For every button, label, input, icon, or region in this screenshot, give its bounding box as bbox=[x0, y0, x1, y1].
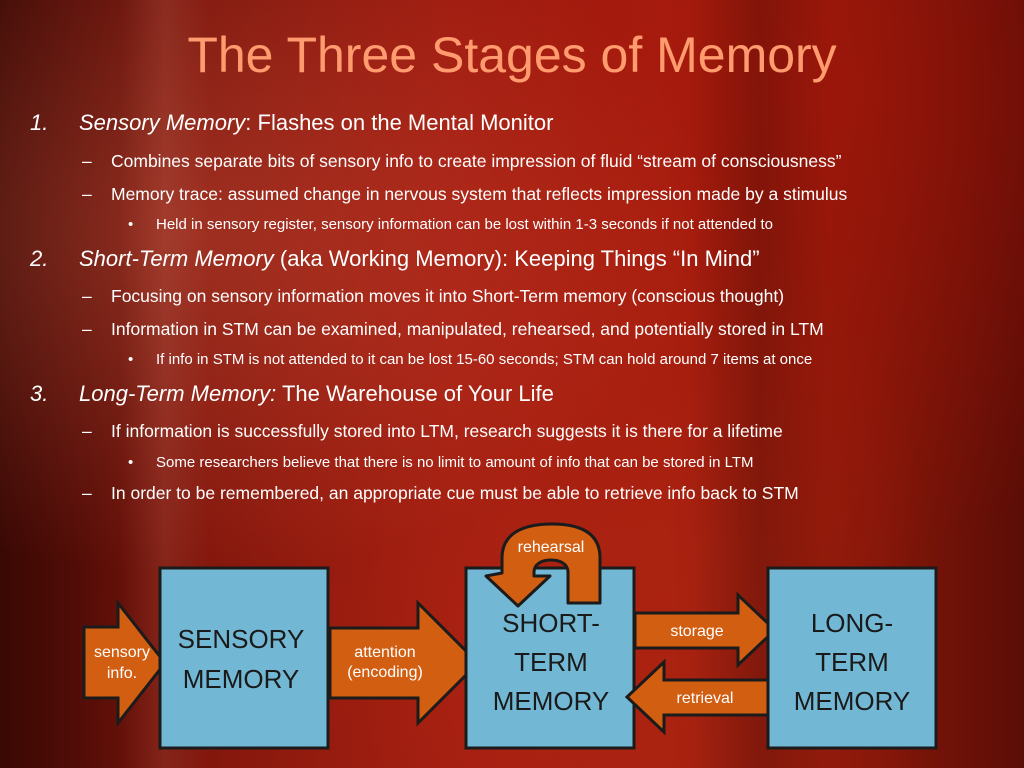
short-term-memory-label-line3: MEMORY bbox=[493, 686, 610, 716]
bullet-marker: • bbox=[128, 216, 134, 233]
rehearsal-loop-arrow: rehearsal bbox=[484, 522, 602, 608]
slide-title: The Three Stages of Memory bbox=[187, 27, 837, 83]
storage-label: storage bbox=[670, 623, 723, 640]
attention-label-line2: (encoding) bbox=[347, 664, 423, 681]
sub-point-text: If information is successfully stored in… bbox=[111, 421, 783, 441]
detail-point-text: Some researchers believe that there is n… bbox=[156, 454, 754, 471]
short-term-memory-label-line2: TERM bbox=[514, 647, 588, 677]
short-term-memory-box: SHORT- TERM MEMORY bbox=[464, 566, 636, 750]
list-number: 1. bbox=[30, 110, 49, 135]
sub-point-text: Focusing on sensory information moves it… bbox=[111, 286, 785, 306]
sub-point-text: Combines separate bits of sensory info t… bbox=[111, 151, 842, 171]
attention-label-line1: attention bbox=[354, 644, 415, 661]
term-short-term-memory: Short-Term Memory bbox=[79, 246, 274, 271]
long-term-memory-label-line1: LONG- bbox=[811, 608, 893, 638]
sensory-memory-label-line1: SENSORY bbox=[178, 624, 305, 654]
rehearsal-label: rehearsal bbox=[518, 539, 585, 556]
dash-marker: – bbox=[82, 286, 92, 306]
heading-text: (aka Working Memory): Keeping Things “In… bbox=[273, 246, 760, 271]
sensory-info-arrow: sensory info. bbox=[82, 598, 167, 728]
long-term-memory-label-line2: TERM bbox=[815, 647, 889, 677]
long-term-memory-box: LONG- TERM MEMORY bbox=[766, 566, 938, 750]
sub-point-text: Information in STM can be examined, mani… bbox=[111, 319, 824, 339]
detail-point-text: Held in sensory register, sensory inform… bbox=[156, 216, 773, 233]
short-term-memory-label-line1: SHORT- bbox=[502, 608, 600, 638]
retrieval-arrow: retrieval bbox=[624, 658, 770, 736]
term-long-term-memory: Long-Term Memory: bbox=[79, 381, 277, 406]
sub-point-text: In order to be remembered, an appropriat… bbox=[111, 483, 799, 503]
sub-point-text: Memory trace: assumed change in nervous … bbox=[111, 184, 848, 204]
sensory-info-label-line2: info. bbox=[107, 665, 137, 682]
sensory-memory-box: SENSORY MEMORY bbox=[158, 566, 330, 750]
storage-arrow: storage bbox=[633, 591, 778, 669]
sensory-info-label-line1: sensory bbox=[94, 644, 150, 661]
dash-marker: – bbox=[82, 483, 92, 503]
sensory-memory-label-line2: MEMORY bbox=[183, 664, 300, 694]
attention-encoding-arrow: attention (encoding) bbox=[328, 599, 481, 727]
bullet-marker: • bbox=[128, 454, 134, 471]
long-term-memory-label-line3: MEMORY bbox=[794, 686, 911, 716]
list-number: 3. bbox=[30, 381, 49, 406]
detail-point-text: If info in STM is not attended to it can… bbox=[156, 351, 813, 368]
list-number: 2. bbox=[30, 246, 49, 271]
bullet-marker: • bbox=[128, 351, 134, 368]
dash-marker: – bbox=[82, 421, 92, 441]
dash-marker: – bbox=[82, 184, 92, 204]
heading-text: The Warehouse of Your Life bbox=[276, 381, 554, 406]
retrieval-label: retrieval bbox=[677, 690, 734, 707]
term-sensory-memory: Sensory Memory bbox=[79, 110, 246, 135]
dash-marker: – bbox=[82, 319, 92, 339]
heading-text: : Flashes on the Mental Monitor bbox=[245, 110, 554, 135]
dash-marker: – bbox=[82, 151, 92, 171]
